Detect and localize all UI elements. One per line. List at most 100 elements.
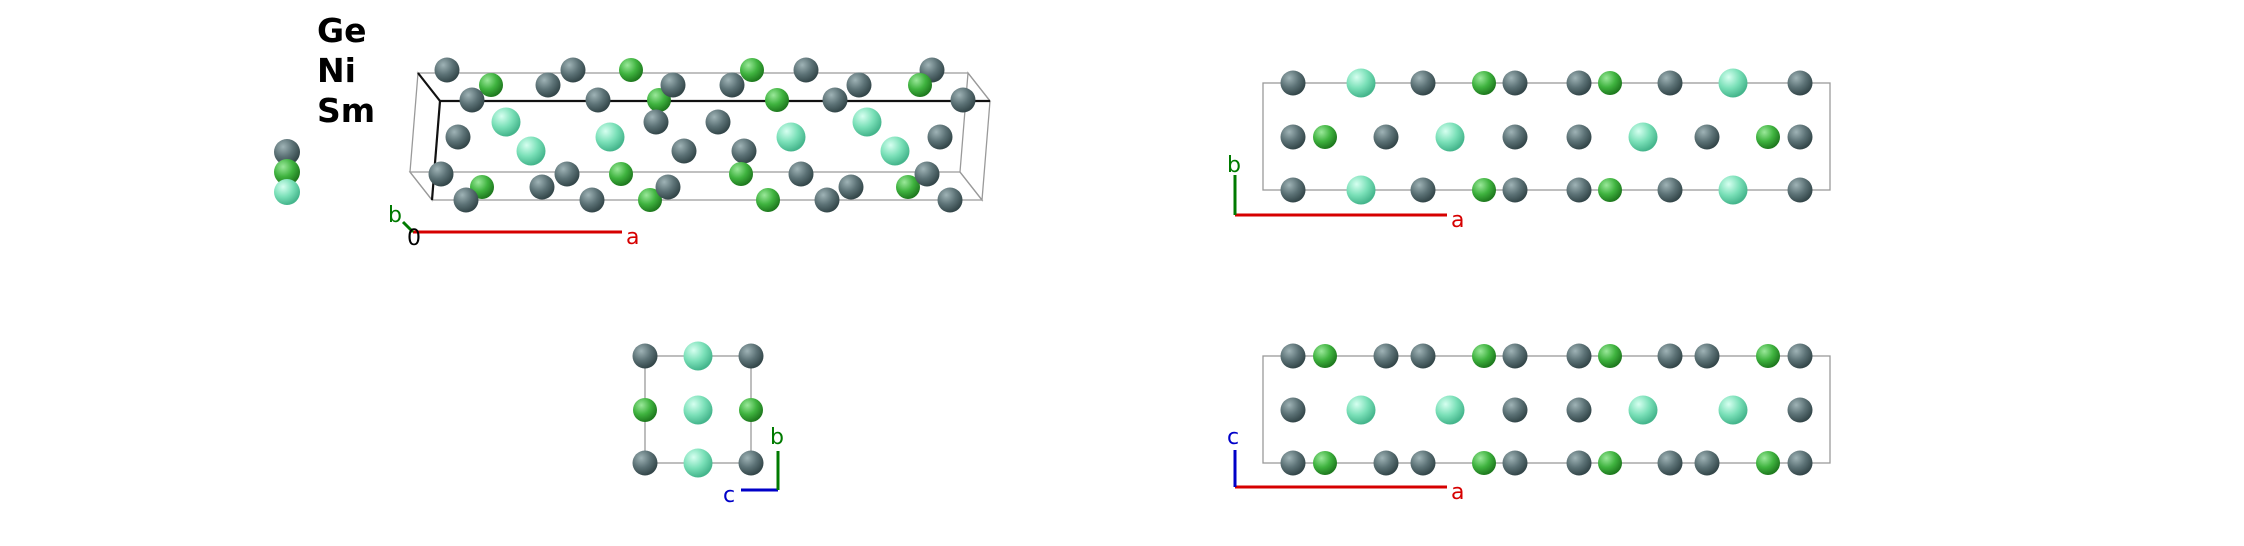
ge-atom — [1280, 70, 1306, 96]
top-view-ab: a b — [1227, 68, 1831, 233]
axis-indicator-perspective: a b 0 — [388, 203, 639, 251]
axis-label-a: a — [1451, 480, 1464, 505]
ge-atom — [1787, 124, 1813, 150]
ge-atom — [1787, 343, 1813, 369]
ge-atom — [428, 161, 454, 187]
ni-atom — [1472, 451, 1496, 475]
legend-label-ni: Ni — [317, 51, 356, 90]
side-view-ac: a c — [1227, 343, 1831, 505]
ge-atom — [1280, 343, 1306, 369]
ni-atom — [1472, 71, 1496, 95]
ge-atom — [1694, 124, 1720, 150]
ni-atom — [1756, 125, 1780, 149]
end-view-bc: c b — [632, 341, 784, 508]
ni-atom — [609, 162, 633, 186]
ni-atom — [633, 398, 657, 422]
ge-atom — [1787, 397, 1813, 423]
sm-atom — [491, 107, 521, 137]
ge-atom — [793, 57, 819, 83]
ni-atom — [896, 175, 920, 199]
sm-atom — [1628, 122, 1658, 152]
ge-atom — [1410, 343, 1436, 369]
ge-atom — [643, 109, 669, 135]
perspective-view: a b 0 — [388, 57, 992, 251]
ge-atom — [1373, 450, 1399, 476]
ge-atom — [1657, 177, 1683, 203]
sm-atom — [1718, 395, 1748, 425]
sm-atom — [683, 341, 713, 371]
ge-atom — [846, 72, 872, 98]
ni-atom — [1472, 344, 1496, 368]
ge-atom — [950, 87, 976, 113]
sm-atom — [880, 136, 910, 166]
ge-atom — [788, 161, 814, 187]
ge-atom — [1410, 70, 1436, 96]
ge-atom — [914, 161, 940, 187]
ge-atom — [1410, 450, 1436, 476]
ge-atom — [554, 161, 580, 187]
ni-atom — [765, 88, 789, 112]
ge-atom — [1657, 343, 1683, 369]
sm-atom — [683, 395, 713, 425]
unit-cell-ab — [1262, 82, 1831, 191]
ni-atom — [908, 73, 932, 97]
ge-atom — [655, 174, 681, 200]
axis-label-a: a — [1451, 208, 1464, 233]
atoms-ab — [1280, 68, 1813, 205]
axis-label-c: c — [723, 483, 735, 508]
axis-indicator-ac: a c — [1227, 425, 1464, 505]
legend-ge-sphere — [274, 139, 300, 165]
ni-atom — [1313, 125, 1337, 149]
ge-atom — [445, 124, 471, 150]
axis-label-a: a — [626, 225, 639, 250]
ge-atom — [585, 87, 611, 113]
sm-atom — [1718, 68, 1748, 98]
ge-atom — [1373, 124, 1399, 150]
axis-label-b: b — [388, 203, 402, 228]
ge-atom — [1280, 397, 1306, 423]
ge-atom — [1502, 177, 1528, 203]
ge-atom — [1502, 343, 1528, 369]
ni-atom — [1313, 451, 1337, 475]
ni-atom — [1598, 451, 1622, 475]
ge-atom — [1502, 450, 1528, 476]
ge-atom — [1502, 124, 1528, 150]
ge-atom — [1694, 450, 1720, 476]
sm-atom — [516, 136, 546, 166]
ni-atom — [729, 162, 753, 186]
legend-label-sm: Sm — [317, 91, 375, 130]
ni-atom — [1598, 178, 1622, 202]
ni-atom — [1756, 451, 1780, 475]
ge-atom — [1787, 70, 1813, 96]
ge-atom — [814, 187, 840, 213]
ni-atom — [739, 398, 763, 422]
ge-atom — [1694, 343, 1720, 369]
ge-atom — [434, 57, 460, 83]
sm-atom — [1346, 68, 1376, 98]
ge-atom — [738, 343, 764, 369]
ge-atom — [459, 87, 485, 113]
sm-atom — [1718, 175, 1748, 205]
ni-atom — [1472, 178, 1496, 202]
legend-label-ge: Ge — [317, 11, 366, 50]
ni-atom — [756, 188, 780, 212]
ge-atom — [927, 124, 953, 150]
ge-atom — [1502, 70, 1528, 96]
ge-atom — [838, 174, 864, 200]
ge-atom — [738, 450, 764, 476]
atoms-ac — [1280, 343, 1813, 476]
sm-atom — [683, 448, 713, 478]
ge-atom — [632, 450, 658, 476]
ge-atom — [535, 72, 561, 98]
ni-atom — [638, 188, 662, 212]
atoms-perspective — [428, 57, 976, 213]
ge-atom — [1502, 397, 1528, 423]
ge-atom — [719, 72, 745, 98]
ge-atom — [660, 72, 686, 98]
sm-atom — [1346, 395, 1376, 425]
ge-atom — [1280, 450, 1306, 476]
element-legend: Ge Ni Sm — [274, 11, 375, 205]
ni-atom — [1313, 344, 1337, 368]
ge-atom — [1566, 124, 1592, 150]
ni-atom — [740, 58, 764, 82]
